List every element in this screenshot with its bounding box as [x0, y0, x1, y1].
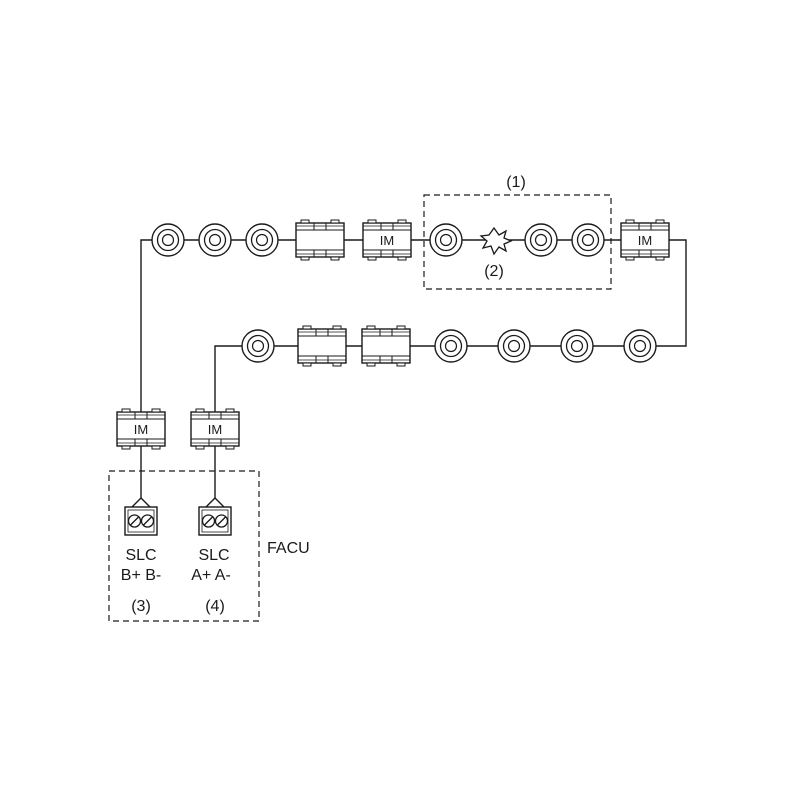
slc-a-terminal-block: [198, 506, 232, 536]
slc-b-terminal-block: [124, 506, 158, 536]
im-label: IM: [134, 422, 148, 437]
im-label: IM: [638, 233, 652, 248]
short-circuit-fault-icon: [479, 226, 513, 256]
smoke-detector: [241, 329, 275, 363]
slc-b-name: SLC: [125, 547, 156, 564]
smoke-detector: [623, 329, 657, 363]
slc-a-name: SLC: [198, 547, 229, 564]
smoke-detector: [434, 329, 468, 363]
slc-a-polarity: A+ A-: [191, 567, 231, 584]
smoke-detector: [524, 223, 558, 257]
slc-b-ref: (3): [131, 598, 151, 615]
isolated-zone-box: [423, 194, 612, 290]
loop-module: [295, 219, 345, 261]
smoke-detector: [560, 329, 594, 363]
fault-label: (2): [484, 263, 504, 280]
facu-box: [108, 470, 260, 622]
slc-a-ref: (4): [205, 598, 225, 615]
smoke-detector: [245, 223, 279, 257]
loop-module: [361, 325, 411, 367]
im-label: IM: [208, 422, 222, 437]
loop-module: [297, 325, 347, 367]
smoke-detector: [151, 223, 185, 257]
im-label: IM: [380, 233, 394, 248]
smoke-detector: [198, 223, 232, 257]
loop-wiring: [129, 239, 687, 510]
smoke-detector: [429, 223, 463, 257]
smoke-detector: [497, 329, 531, 363]
zone-label: (1): [506, 174, 526, 191]
smoke-detector: [571, 223, 605, 257]
facu-label: FACU: [267, 540, 310, 557]
slc-b-polarity: B+ B-: [121, 567, 161, 584]
